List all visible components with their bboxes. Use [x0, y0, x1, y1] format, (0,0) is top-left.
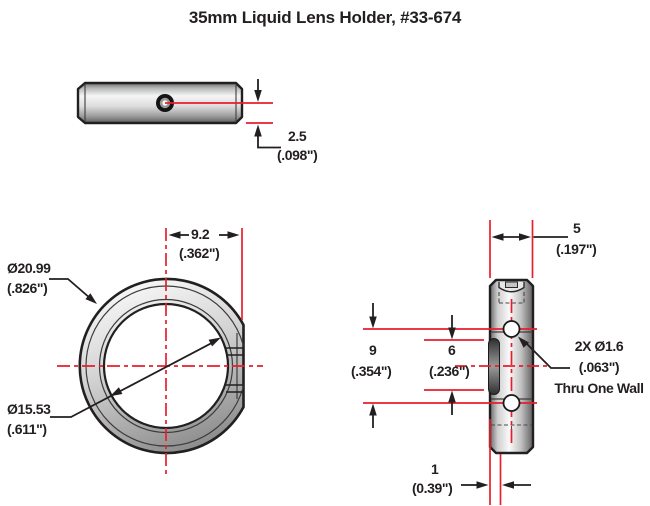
flat-offset-dim-mm: 9.2	[191, 226, 210, 242]
drawing-title: 35mm Liquid Lens Holder, #33-674	[188, 8, 462, 27]
thickness-dim-arrows	[254, 79, 281, 149]
hole-spacing-dim-mm: 9	[369, 342, 377, 358]
through-holes-note-line3: Thru One Wall	[554, 380, 644, 396]
outer-diameter-leader	[49, 278, 97, 304]
outer-diameter-dim-inch: (.826")	[7, 280, 48, 296]
front-view-drawing	[49, 228, 263, 474]
side-view-drawing	[363, 220, 570, 505]
flat-slot-notches	[226, 347, 243, 393]
upper-through-hole-icon	[502, 320, 521, 338]
wall-dim-mm: 1	[431, 461, 439, 477]
wall-dim-inch: (0.39")	[412, 480, 453, 496]
width-dim-inch: (.197")	[556, 241, 597, 257]
inner-diameter-dim-mm: Ø15.53	[7, 401, 51, 417]
inner-diameter-dim-inch: (.611")	[7, 421, 47, 437]
hidden-slot-top	[498, 292, 525, 304]
hole-spacing-dim-inch: (.354")	[351, 363, 392, 379]
flat-offset-dim-inch: (.362")	[179, 245, 220, 261]
top-view-drawing	[76, 79, 281, 149]
flat-offset-dim-arrows	[168, 231, 240, 239]
through-holes-note-line2: (.063")	[578, 359, 620, 375]
outer-diameter-dim-mm: Ø20.99	[7, 260, 51, 276]
through-holes-note-line1: 2X Ø1.6	[574, 338, 624, 354]
side-view-dim-arrows	[369, 233, 570, 489]
thickness-dim-mm: 2.5	[288, 128, 307, 144]
width-dim-mm: 5	[573, 220, 581, 236]
slot-length-dim-mm: 6	[448, 342, 456, 358]
inner-diameter-leader	[50, 337, 221, 418]
slot-length-dim-inch: (.236")	[429, 363, 470, 379]
through-holes-note: 2X Ø1.6 (.063") Thru One Wall	[551, 336, 647, 399]
lower-through-hole-icon	[502, 394, 521, 412]
thickness-dim-inch: (.098")	[277, 147, 318, 163]
